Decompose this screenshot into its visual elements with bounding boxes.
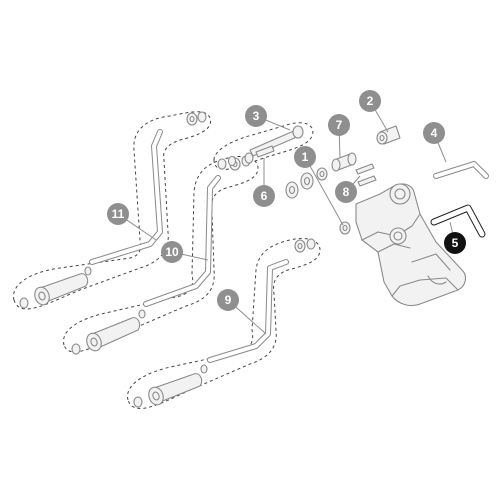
callout-4: 4 <box>423 122 445 144</box>
pins-8 <box>355 163 377 187</box>
callout-1: 1 <box>294 146 316 168</box>
callout-10: 10 <box>161 241 183 263</box>
rod-10 <box>71 155 251 355</box>
group-outline-10 <box>63 155 259 353</box>
callout-9: 9 <box>217 289 239 311</box>
lpin-4 <box>433 161 489 179</box>
callout-10-label: 10 <box>165 245 179 259</box>
pin-6 <box>244 145 275 164</box>
group-outline-11 <box>13 111 212 310</box>
leader-1 <box>304 156 344 226</box>
callout-1-label: 1 <box>302 150 309 164</box>
callout-2: 2 <box>359 90 381 112</box>
callout-3-label: 3 <box>253 109 260 123</box>
callout-8: 8 <box>335 181 357 203</box>
callout-5: 5 <box>444 232 466 254</box>
callout-9-label: 9 <box>225 293 232 307</box>
group-outline-9 <box>127 237 321 409</box>
callout-11: 11 <box>107 203 129 225</box>
rod-11 <box>19 111 207 309</box>
callout-6-label: 6 <box>261 189 268 203</box>
callout-7: 7 <box>328 114 350 136</box>
callout-11-label: 11 <box>112 207 125 221</box>
callout-5-label: 5 <box>452 236 459 250</box>
callout-2-label: 2 <box>367 94 374 108</box>
lpin-5 <box>430 204 486 238</box>
hitch-bracket <box>355 183 467 307</box>
bushing-7 <box>331 152 357 172</box>
callout-3: 3 <box>245 105 267 127</box>
callout-6: 6 <box>253 185 275 207</box>
bushing-2 <box>376 125 401 145</box>
callout-7-label: 7 <box>336 118 343 132</box>
callout-8-label: 8 <box>343 185 350 199</box>
rod-9 <box>133 238 316 408</box>
callout-4-label: 4 <box>431 126 438 140</box>
